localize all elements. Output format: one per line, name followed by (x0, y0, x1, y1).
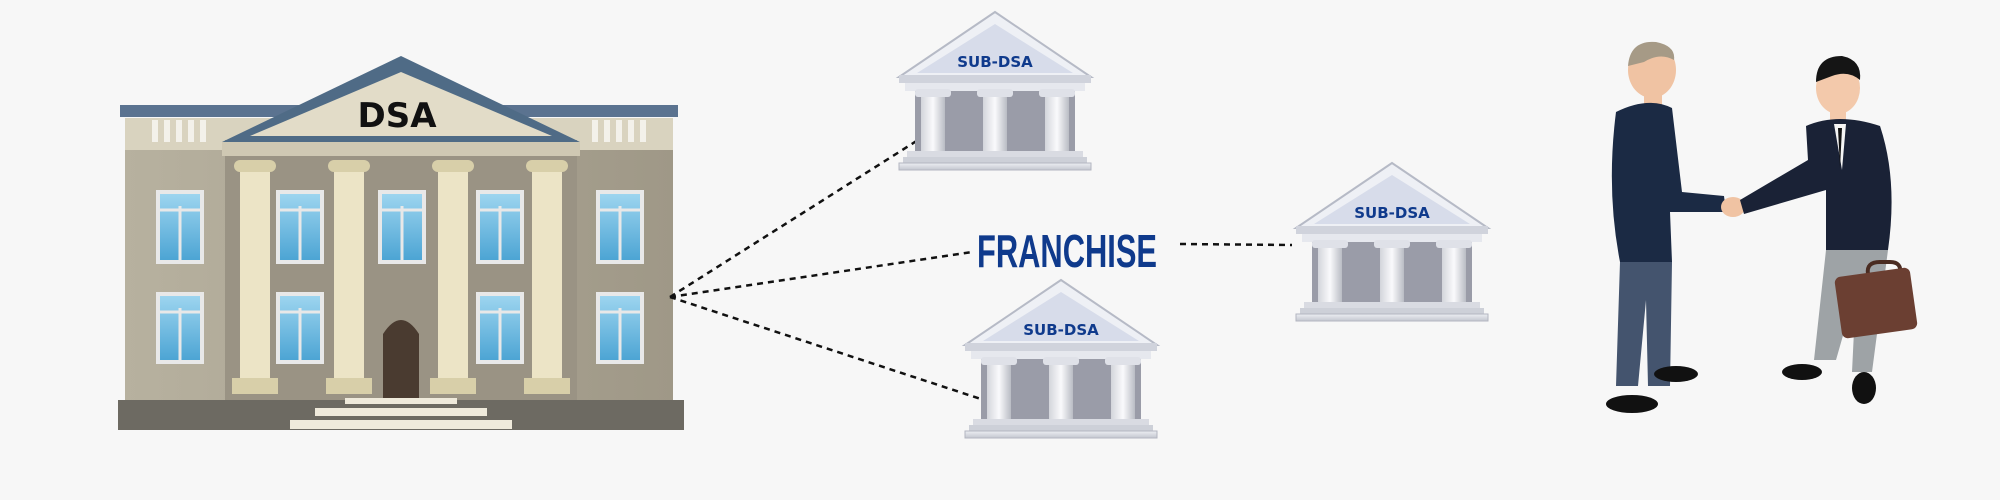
door (383, 320, 419, 400)
handshake-illustration (1606, 41, 1918, 413)
sub-dsa-building-bottom: SUB-DSA (964, 279, 1158, 439)
building-windows (156, 190, 644, 364)
sub-dsa-building-right: SUB-DSA (1295, 162, 1489, 322)
connector-lines (669, 133, 1293, 404)
sub-dsa-label: SUB-DSA (1354, 204, 1430, 222)
dsa-label: DSA (357, 96, 437, 136)
franchise-label: FRANCHISE (977, 225, 1157, 277)
briefcase-icon (1834, 260, 1918, 339)
dsa-building: DSA (118, 56, 684, 430)
handshake (1721, 197, 1745, 217)
sub-dsa-label: SUB-DSA (1023, 321, 1099, 339)
sub-dsa-building-top: SUB-DSA (898, 11, 1092, 171)
sub-dsa-label: SUB-DSA (957, 53, 1033, 71)
building-columns (232, 160, 570, 394)
businessman-left (1606, 41, 1726, 413)
businessman-right (1740, 56, 1918, 404)
